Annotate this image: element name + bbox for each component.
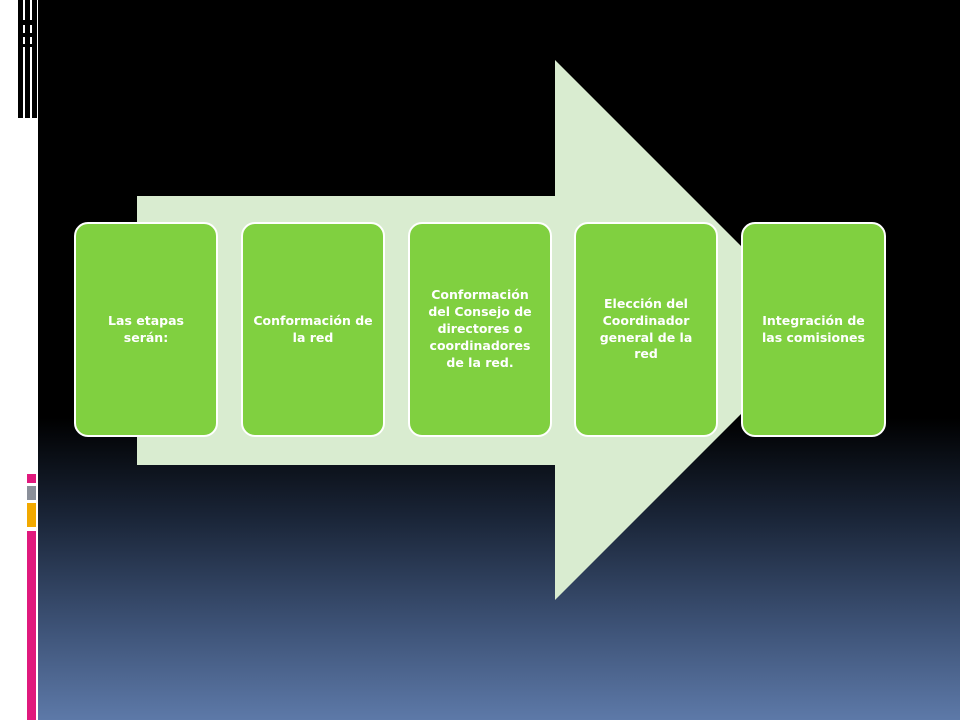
- step-label: Conformación del Consejo de directores o…: [428, 287, 532, 370]
- step-label: Las etapas serán:: [108, 312, 184, 345]
- deco-bar: [18, 20, 37, 25]
- deco-bar: [25, 0, 30, 118]
- deco-bar: [18, 44, 37, 47]
- deco-bar: [32, 0, 37, 118]
- step-box: Las etapas serán:: [74, 222, 218, 437]
- decorative-bars: [18, 0, 37, 720]
- step-label: Conformación de la red: [253, 312, 373, 345]
- step-box: Conformación de la red: [241, 222, 385, 437]
- step-label: Elección del Coordinador general de la r…: [599, 295, 693, 362]
- deco-bar-gray: [27, 486, 36, 500]
- step-box: Elección del Coordinador general de la r…: [574, 222, 718, 437]
- deco-bar: [18, 33, 37, 37]
- deco-bar-orange: [27, 503, 36, 527]
- step-label: Integración de las comisiones: [762, 312, 865, 345]
- step-box: Conformación del Consejo de directores o…: [408, 222, 552, 437]
- step-box: Integración de las comisiones: [741, 222, 886, 437]
- deco-bar-pink: [27, 474, 36, 483]
- deco-bar: [18, 0, 23, 118]
- deco-bar-pink: [27, 531, 36, 720]
